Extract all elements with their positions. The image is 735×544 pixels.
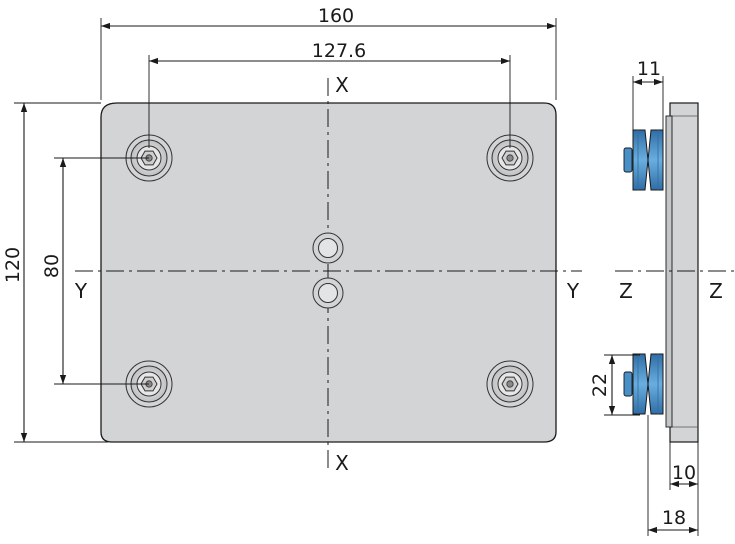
dim-18: 18 bbox=[662, 507, 686, 529]
bolt-br bbox=[486, 360, 534, 408]
center-hole-lower bbox=[312, 277, 344, 309]
axis-label-y-left: Y bbox=[74, 279, 88, 303]
axis-label-y-right: Y bbox=[566, 279, 580, 303]
axis-label-x-bottom: X bbox=[335, 451, 349, 475]
dim-120: 120 bbox=[2, 247, 24, 283]
axis-label-z-right: Z bbox=[709, 279, 723, 303]
axis-label-x-top: X bbox=[335, 73, 349, 97]
dim-10: 10 bbox=[672, 462, 696, 484]
v-wheel-top bbox=[623, 129, 664, 191]
side-view bbox=[615, 102, 735, 443]
bolt-tr bbox=[486, 134, 534, 182]
dim-22: 22 bbox=[589, 373, 611, 397]
center-hole-upper bbox=[312, 232, 344, 264]
plate-side-profile bbox=[669, 102, 699, 443]
dim-160: 160 bbox=[318, 5, 354, 27]
dim-11: 11 bbox=[637, 58, 661, 80]
dim-127-6: 127.6 bbox=[312, 40, 366, 62]
axis-label-z-left: Z bbox=[619, 279, 633, 303]
v-wheel-bottom bbox=[623, 353, 664, 415]
dim-80: 80 bbox=[41, 254, 63, 278]
